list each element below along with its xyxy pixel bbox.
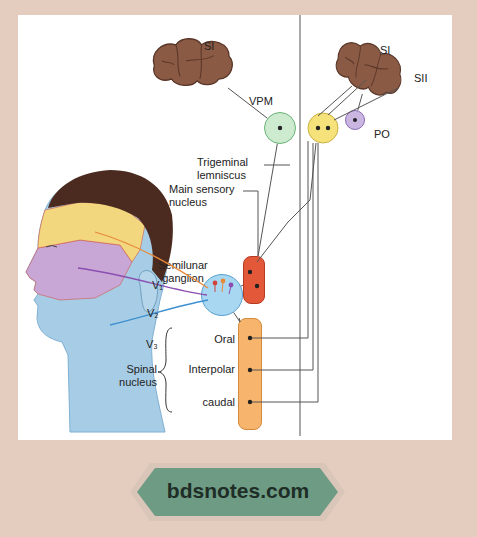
node-label: Main sensory nucleus	[169, 183, 243, 208]
crossing-fibre	[252, 141, 308, 338]
node-label: VPM	[249, 95, 283, 108]
node-label: Interpolar	[173, 363, 235, 376]
neuron-dot	[326, 126, 330, 130]
leader-line	[243, 191, 258, 256]
eye	[46, 246, 57, 248]
thalamic-nucleus: PO	[345, 110, 365, 130]
nucleus-subdivision: Interpolar	[239, 359, 263, 385]
ganglion-cell	[221, 279, 226, 284]
node-label: SII	[414, 72, 444, 85]
white-panel	[18, 15, 452, 440]
node-label: SI	[380, 44, 404, 57]
face-v2-region	[26, 240, 132, 300]
neuron-dot	[316, 126, 320, 130]
nerve-label: V₂	[147, 307, 167, 320]
crossing-fibre	[252, 143, 313, 370]
thalamocortical-fibre	[334, 88, 398, 120]
crossing-fibre	[252, 143, 318, 402]
cortex-shape	[153, 39, 232, 86]
neuron-dot	[248, 336, 252, 340]
pathway-connector	[358, 94, 363, 110]
cortex-group	[153, 39, 232, 86]
ganglion-cell	[222, 282, 223, 292]
watermark-button	[137, 468, 338, 516]
cortex-outline	[334, 40, 406, 94]
ganglion-cell	[229, 286, 231, 294]
midline	[300, 15, 301, 436]
cortex-shape	[332, 33, 406, 103]
neuron-dot	[248, 400, 252, 404]
watermark-outline	[130, 463, 345, 521]
node-label: Oral	[207, 333, 235, 346]
hair	[48, 170, 173, 282]
neuron-dot	[248, 368, 252, 372]
nerve-v2	[78, 268, 207, 295]
neuron-dot	[255, 284, 259, 288]
node-label: SI	[204, 40, 228, 53]
ganglion-cell	[229, 283, 234, 288]
brainstem-nucleus: Main sensory nucleus	[243, 256, 265, 304]
thalamocortical-fibre	[328, 80, 366, 115]
neuron-dot	[248, 270, 252, 274]
cortex-area: SI	[150, 34, 236, 88]
thalamic-nucleus: VPM	[264, 112, 296, 144]
nerve-label: V₁	[152, 279, 172, 292]
nerve-v1	[95, 232, 208, 288]
nerve-v3	[110, 300, 208, 325]
brace	[158, 328, 172, 412]
edge-layer	[228, 88, 362, 322]
cortex-group	[332, 33, 406, 103]
pathway-connector	[228, 88, 267, 118]
brainstem-nucleus: Spinal nucleusOralInterpolarcaudal	[238, 318, 262, 430]
leader-line	[264, 165, 290, 166]
nucleus-subdivision: caudal	[239, 391, 263, 417]
ear	[139, 271, 158, 312]
nucleus-subdivision: Oral	[239, 327, 263, 353]
cortex-outline	[150, 34, 236, 88]
crossing-fibre	[257, 143, 316, 262]
ganglion-circle: Semilunar ganglion	[201, 274, 243, 316]
pathway-connector	[258, 144, 277, 256]
thalamic-nucleus	[308, 113, 338, 143]
ganglion-cell	[215, 284, 216, 292]
tract-label: Trigeminal lemniscus	[197, 156, 267, 181]
thalamocortical-fibre	[318, 86, 352, 116]
watermark: bdsnotes.com	[138, 479, 338, 503]
neuron-dot	[278, 126, 282, 130]
node-label: Spinal nucleus	[105, 363, 157, 388]
node-label: caudal	[197, 396, 235, 409]
node-label: PO	[374, 128, 398, 141]
pathway-connector	[241, 285, 243, 287]
nerve-label: V₃	[146, 338, 166, 351]
neuron-dot	[353, 118, 357, 122]
pathway-connector	[234, 312, 240, 322]
ganglion-cell	[213, 281, 218, 286]
cortex-area: SISII	[334, 40, 406, 94]
